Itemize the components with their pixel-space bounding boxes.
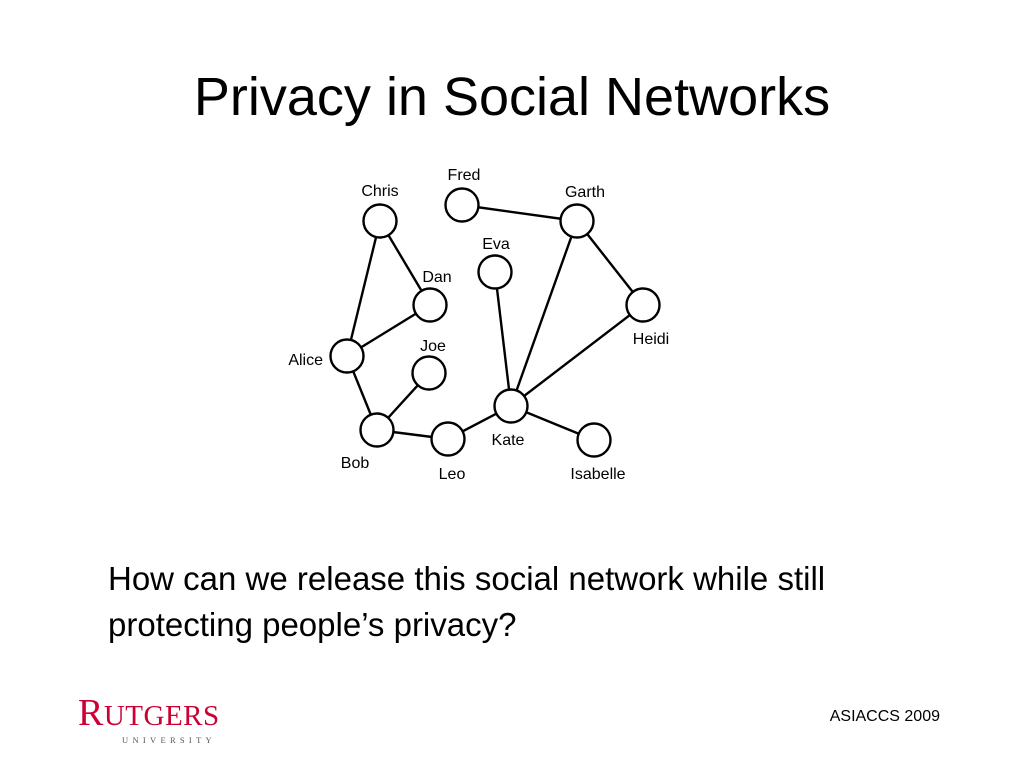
node-dan [412, 287, 448, 323]
node-label-fred: Fred [448, 167, 481, 184]
edge-garth-kate [509, 220, 579, 407]
conference-footer: ASIACCS 2009 [829, 708, 940, 725]
node-label-garth: Garth [565, 184, 605, 201]
logo-subtitle: UNIVERSITY [122, 735, 216, 745]
edge-garth-heidi [576, 220, 644, 306]
node-label-joe: Joe [420, 338, 446, 355]
node-isabelle [576, 422, 612, 458]
node-bob [359, 412, 395, 448]
logo-rest: UTGERS [103, 700, 220, 732]
edge-chris-alice [345, 220, 382, 357]
node-fred [444, 187, 480, 223]
node-label-kate: Kate [492, 432, 525, 449]
logo-initial: R [78, 692, 104, 734]
edge-fred-garth [461, 203, 578, 223]
node-garth [559, 203, 595, 239]
slide-title: Privacy in Social Networks [193, 67, 831, 127]
graph-nodes [329, 187, 661, 458]
question-text: How can we release this social network w… [108, 560, 826, 643]
edge-eva-kate [493, 271, 513, 407]
node-label-dan: Dan [422, 269, 451, 286]
node-label-bob: Bob [341, 455, 370, 472]
rutgers-logo: RUTGERS UNIVERSITY [78, 694, 248, 756]
node-label-chris: Chris [361, 183, 398, 200]
node-label-eva: Eva [482, 236, 510, 253]
node-eva [477, 254, 513, 290]
node-heidi [625, 287, 661, 323]
node-label-leo: Leo [439, 466, 466, 483]
rutgers-wordmark: RUTGERS [78, 694, 248, 733]
node-joe [411, 355, 447, 391]
node-leo [430, 421, 466, 457]
node-label-alice: Alice [288, 352, 323, 369]
edge-heidi-kate [510, 304, 644, 407]
node-alice [329, 338, 365, 374]
node-kate [493, 388, 529, 424]
node-label-heidi: Heidi [633, 331, 669, 348]
node-chris [362, 203, 398, 239]
node-label-isabelle: Isabelle [570, 466, 625, 483]
